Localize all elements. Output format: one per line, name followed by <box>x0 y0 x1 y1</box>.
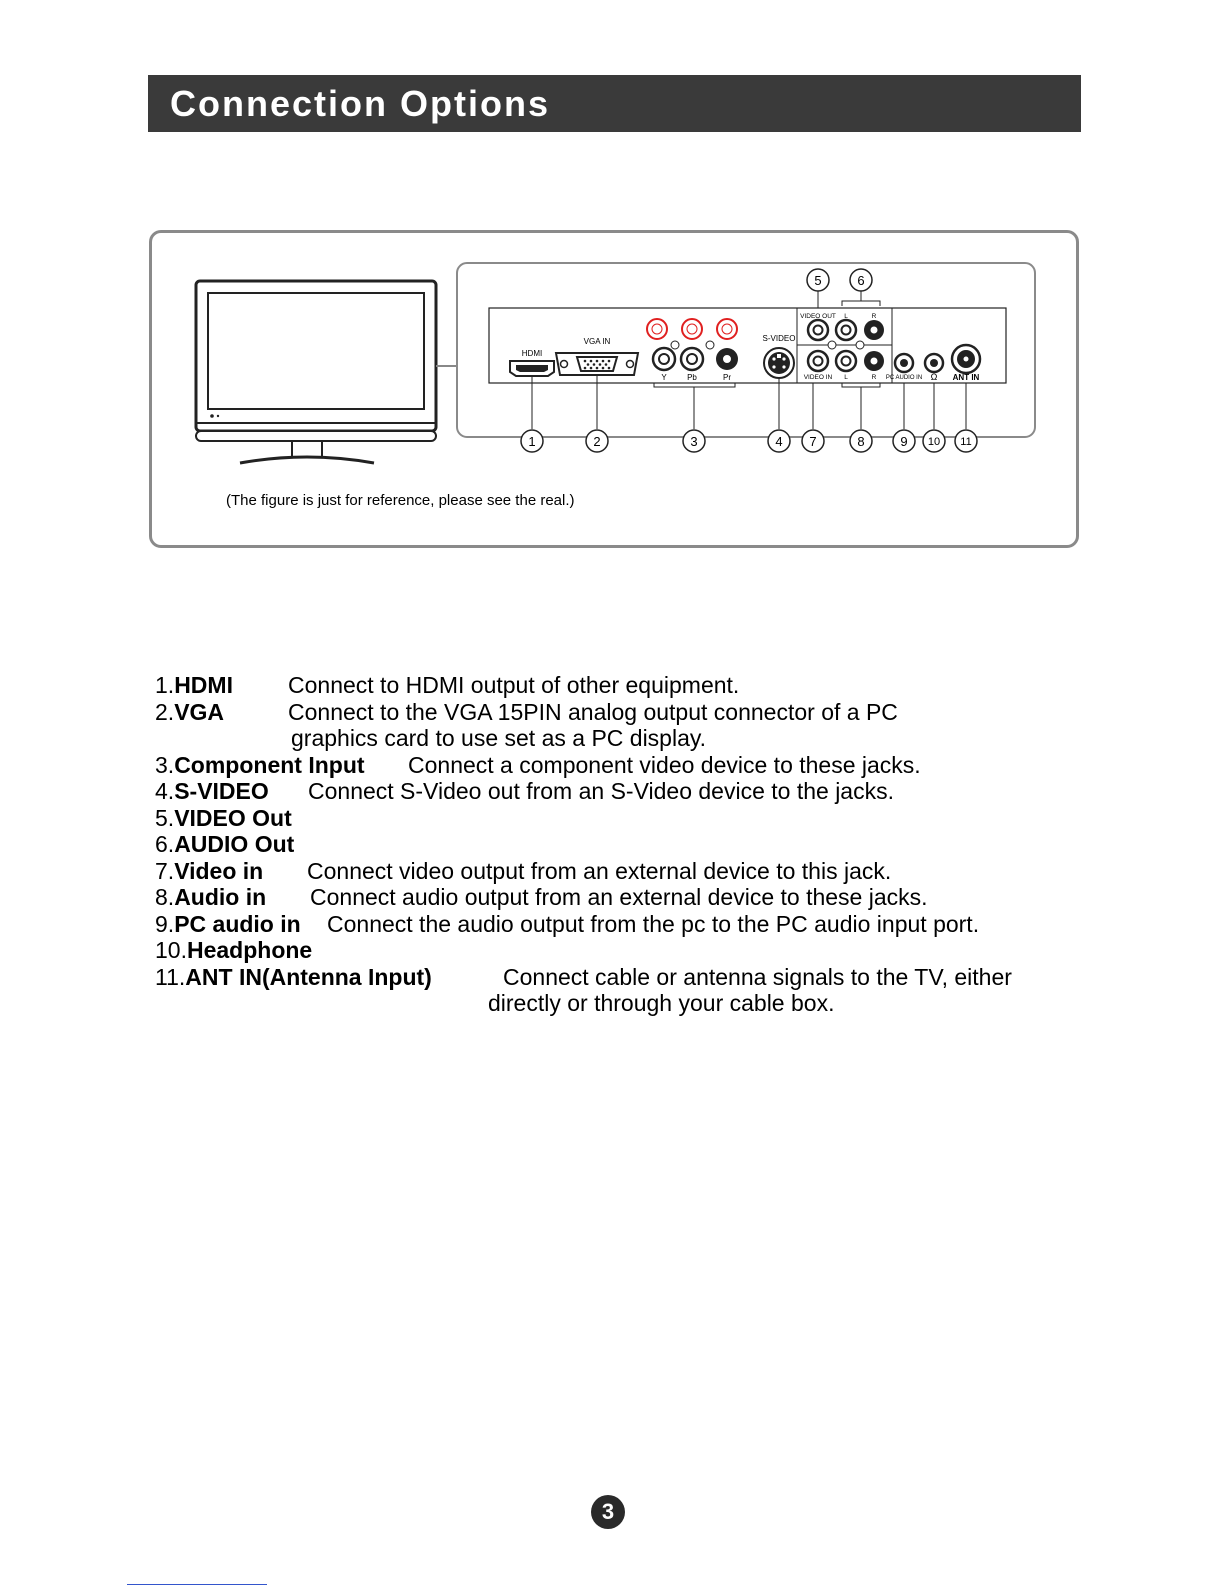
item-term: Video in <box>174 857 264 884</box>
callout-2: 2 <box>585 429 609 453</box>
page-title: Connection Options <box>170 83 550 124</box>
item-description: Connect video output from an external de… <box>307 857 892 884</box>
item-number: 2. <box>155 698 175 725</box>
item-term: S-VIDEO <box>174 778 269 804</box>
figure-caption: (The figure is just for reference, pleas… <box>226 492 575 509</box>
headphone-symbol: Ω <box>931 372 938 382</box>
item-description: Connect cable or antenna signals to the … <box>503 963 1012 990</box>
av-grid: VIDEO OUT L R VIDEO IN L R <box>796 300 893 388</box>
item-term: ANT IN(Antenna Input) <box>185 963 432 990</box>
vga-port: VGA IN <box>554 337 640 376</box>
item-term: VIDEO Out <box>174 804 292 831</box>
item-term: Audio in <box>174 884 267 910</box>
leader-lines <box>531 290 967 429</box>
item-term: Headphone <box>186 937 313 963</box>
r-bottom-label: R <box>872 374 877 381</box>
callout-9: 9 <box>892 429 916 453</box>
pr-label: Pr <box>723 373 731 382</box>
svg-text:8: 8 <box>857 434 864 449</box>
video-out-label: VIDEO OUT <box>800 313 836 320</box>
vga-in-label: VGA IN <box>584 337 611 346</box>
s-video-port: S-VIDEO <box>763 334 796 379</box>
component-jacks: Y Pb Pr <box>651 346 738 388</box>
svg-text:6: 6 <box>857 273 864 288</box>
item-number: 8. <box>155 884 175 910</box>
item-number: 1. <box>155 672 175 698</box>
item-term: PC audio in <box>174 910 301 937</box>
item-term: VGA <box>174 698 225 725</box>
item-description: Connect a component video device to thes… <box>408 751 921 778</box>
l-top-label: L <box>844 313 848 320</box>
r-top-label: R <box>872 313 877 320</box>
video-in-label: VIDEO IN <box>804 374 833 381</box>
item-description: Connect the audio output from the pc to … <box>327 910 980 937</box>
callout-10: 10 <box>922 429 946 453</box>
connection-figure: HDMI VGA IN <box>149 230 1079 548</box>
callout-6: 6 <box>849 268 873 292</box>
callout-7: 7 <box>801 429 825 453</box>
item-description: graphics card to use set as a PC display… <box>291 725 707 751</box>
callout-11: 11 <box>954 429 978 453</box>
svg-text:10: 10 <box>928 436 940 448</box>
title-bar: Connection Options <box>148 75 1081 132</box>
y-label: Y <box>661 373 667 382</box>
item-description: directly or through your cable box. <box>488 990 835 1016</box>
l-bottom-label: L <box>844 374 848 381</box>
pb-label: Pb <box>687 373 697 382</box>
hdmi-port: HDMI <box>509 349 555 377</box>
hdmi-label: HDMI <box>522 349 542 358</box>
tv-illustration <box>194 279 457 465</box>
item-number: 10. <box>155 937 187 963</box>
callout-5: 5 <box>806 268 830 292</box>
s-video-label: S-VIDEO <box>763 334 796 343</box>
pc-audio-port: PC AUDIO IN <box>886 352 922 381</box>
headphone-port: Ω <box>923 352 945 382</box>
svg-text:2: 2 <box>593 434 600 449</box>
item-description: Connect audio output from an external de… <box>310 884 928 910</box>
svg-text:5: 5 <box>814 273 821 288</box>
svg-text:4: 4 <box>775 434 782 449</box>
item-number: 6. <box>155 831 175 857</box>
antenna-port: ANT IN <box>950 343 982 382</box>
ant-in-label: ANT IN <box>953 373 980 382</box>
item-number: 4. <box>155 778 175 804</box>
page-number-badge: 3 <box>591 1495 625 1529</box>
connection-diagram: HDMI VGA IN <box>194 262 1036 465</box>
callout-4: 4 <box>767 429 791 453</box>
item-description: Connect to HDMI output of other equipmen… <box>288 672 740 698</box>
svg-text:3: 3 <box>690 434 697 449</box>
svg-text:7: 7 <box>809 434 816 449</box>
svg-text:11: 11 <box>960 436 971 448</box>
svg-text:1: 1 <box>528 434 535 449</box>
callout-3: 3 <box>682 429 706 453</box>
callout-1: 1 <box>520 429 544 453</box>
item-number: 9. <box>155 910 175 937</box>
item-number: 11. <box>155 963 186 990</box>
component-indicators <box>646 318 738 350</box>
item-number: 3. <box>155 751 175 778</box>
item-number: 7. <box>155 857 175 884</box>
svg-text:9: 9 <box>900 434 907 449</box>
item-number: 5. <box>155 804 175 831</box>
item-description: Connect to the VGA 15PIN analog output c… <box>288 698 898 725</box>
item-description: Connect S-Video out from an S-Video devi… <box>308 778 894 804</box>
item-term: AUDIO Out <box>174 831 295 857</box>
pc-audio-in-label: PC AUDIO IN <box>886 375 922 381</box>
callouts: 1 2 3 4 5 6 7 8 9 10 11 <box>520 268 978 453</box>
callout-8: 8 <box>849 429 873 453</box>
item-term: Component Input <box>174 751 365 778</box>
item-term: HDMI <box>174 672 233 698</box>
